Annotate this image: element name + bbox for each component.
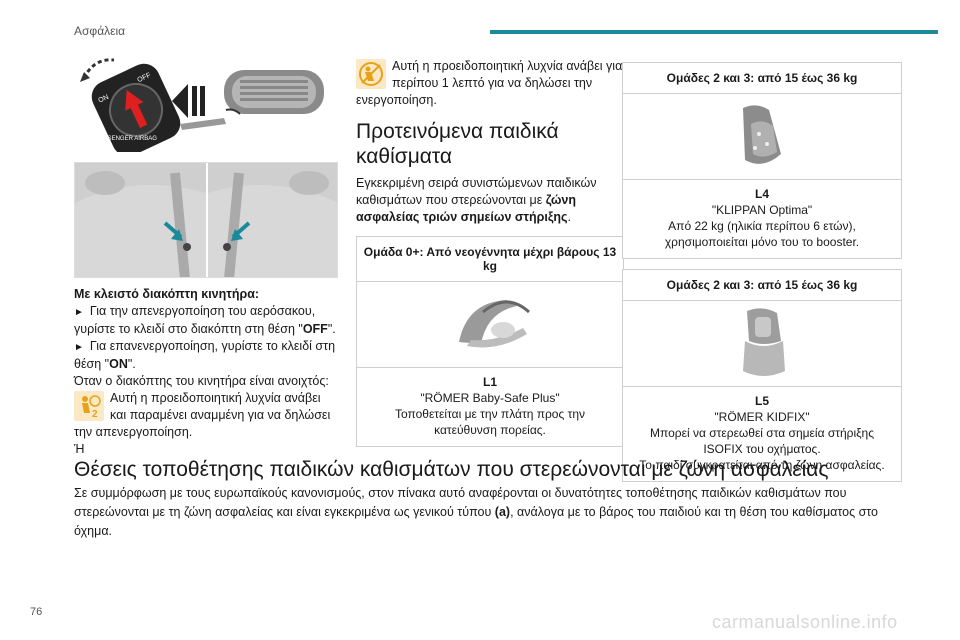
header-rule [490, 30, 938, 34]
belt-positions-title: Θέσεις τοποθέτησης παιδικών καθισμάτων π… [74, 458, 829, 481]
seat-desc: Μπορεί να στερεωθεί στα σημεία στήριξης … [650, 426, 874, 456]
seat-image [623, 94, 901, 180]
bullet-arrow-icon: ► [74, 342, 84, 353]
seat-code: L1 [482, 375, 497, 389]
recommended-seats-title: Προτεινόμενα παιδικά καθίσματα [356, 120, 559, 168]
kidfix-seat-icon [743, 308, 785, 376]
seat-card-text: L1 "RÖMER Baby-Safe Plus" Τοποθετείται μ… [357, 368, 623, 446]
watermark: carmanualsonline.info [712, 612, 898, 632]
left-column: ON OFF PASSENGER AIRBAG [74, 48, 338, 458]
airbag-key-illustration: ON OFF PASSENGER AIRBAG [74, 48, 338, 157]
key-switch-icon: ON OFF PASSENGER AIRBAG [80, 58, 324, 157]
bullet-reactivate: ►Για επανενεργοποίηση, γυρίστε το κλειδί… [74, 339, 336, 371]
or-text: Ή [74, 442, 85, 456]
seat-code: L4 [754, 187, 769, 201]
seat-desc: Από 22 kg (ηλικία περίπου 6 ετών), χρησι… [664, 219, 860, 249]
seat-name: "RÖMER KIDFIX" [714, 410, 810, 424]
bullet-deactivate: ►Για την απενεργοποίηση του αερόσακου, γ… [74, 304, 336, 336]
seat-name: "KLIPPAN Optima" [711, 203, 813, 217]
seat-card-header: Ομάδα 0+: Από νεογέννητα μέχρι βάρους 13… [357, 237, 623, 282]
seat-card-text: L4 "KLIPPAN Optima" Από 22 kg (ηλικία πε… [623, 180, 901, 258]
seat-card-l4: Ομάδες 2 και 3: από 15 έως 36 kg L4 "KLI… [622, 62, 902, 259]
left-text: Με κλειστό διακόπτη κινητήρα: ►Για την α… [74, 286, 338, 458]
seat-name: "RÖMER Baby-Safe Plus" [420, 391, 560, 405]
dashboard-illustration [74, 162, 338, 278]
dashboard-icon [75, 163, 337, 277]
seat-card-l5: Ομάδες 2 και 3: από 15 έως 36 kg L5 "RÖM… [622, 269, 902, 482]
belt-positions-text: Σε συμμόρφωση με τους ευρωπαϊκούς κανονι… [74, 486, 879, 538]
svg-text:ON: ON [97, 94, 109, 105]
warning-deactivated: 2 Αυτή η προειδοποιητική λυχνία ανάβει κ… [74, 391, 331, 439]
seat-card-header: Ομάδες 2 και 3: από 15 έως 36 kg [623, 63, 901, 94]
seat-image [623, 301, 901, 387]
seat-desc: Τοποθετείται με την πλάτη προς την κατεύ… [394, 407, 586, 437]
airbag-on-warning-icon [356, 59, 386, 89]
seat-code: L5 [754, 394, 769, 408]
seat-desc-2: Το παιδί συγκρατείται από τη ζώνη ασφαλε… [639, 458, 885, 472]
seat-card-text: L5 "RÖMER KIDFIX" Μπορεί να στερεωθεί στ… [623, 387, 901, 481]
right-column: Ομάδες 2 και 3: από 15 έως 36 kg L4 "KLI… [622, 62, 902, 482]
page-number: 76 [30, 606, 43, 618]
recommended-intro: Εγκεκριμένη σειρά συνιστώμενων παιδικών … [356, 176, 597, 224]
booster-seat-icon [743, 105, 781, 164]
svg-text:PASSENGER AIRBAG: PASSENGER AIRBAG [96, 136, 157, 142]
seat-image [357, 282, 623, 368]
baby-seat-icon [459, 300, 531, 348]
bullet-arrow-icon: ► [74, 307, 84, 318]
airbag-off-warning-icon: 2 [74, 391, 104, 421]
seat-card-l1: Ομάδα 0+: Από νεογέννητα μέχρι βάρους 13… [356, 236, 624, 447]
ignition-on-note: Όταν ο διακόπτης του κινητήρα είναι ανοι… [74, 374, 329, 388]
warning-activated: Αυτή η προειδοποιητική λυχνία ανάβει για… [356, 59, 623, 107]
seat-card-header: Ομάδες 2 και 3: από 15 έως 36 kg [623, 270, 901, 301]
switch-off-heading: Με κλειστό διακόπτη κινητήρα: [74, 287, 260, 301]
svg-text:2: 2 [92, 409, 98, 420]
section-header: Ασφάλεια [74, 24, 126, 38]
middle-column: Αυτή η προειδοποιητική λυχνία ανάβει για… [356, 58, 624, 447]
